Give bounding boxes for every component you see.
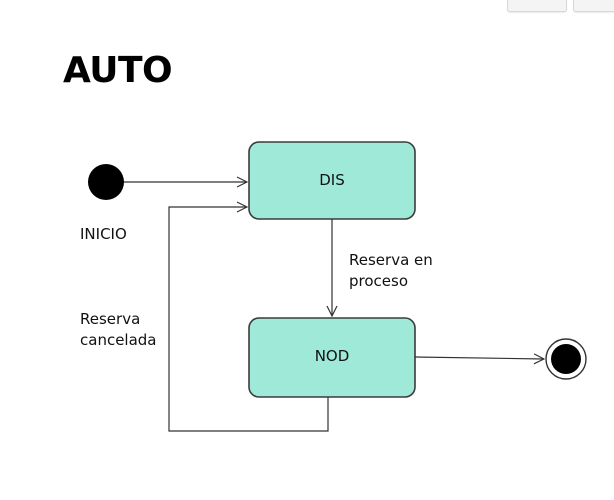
edge-nod-to-dis [168,207,329,432]
state-nod-label: NOD [314,347,350,365]
initial-state-node[interactable] [88,164,124,200]
final-state-node-core [551,344,581,374]
state-dis-label: DIS [319,171,345,189]
toolbar-button-2[interactable] [573,0,614,12]
edge-nod-to-final [414,357,544,359]
initial-state-label: INICIO [80,225,127,243]
transition-label-nod-to-dis: Reserva cancelada [80,310,157,349]
toolbar-button-1[interactable] [507,0,567,12]
transition-label-dis-to-nod: Reserva en proceso [349,251,433,290]
page-title: AUTO [63,50,173,91]
